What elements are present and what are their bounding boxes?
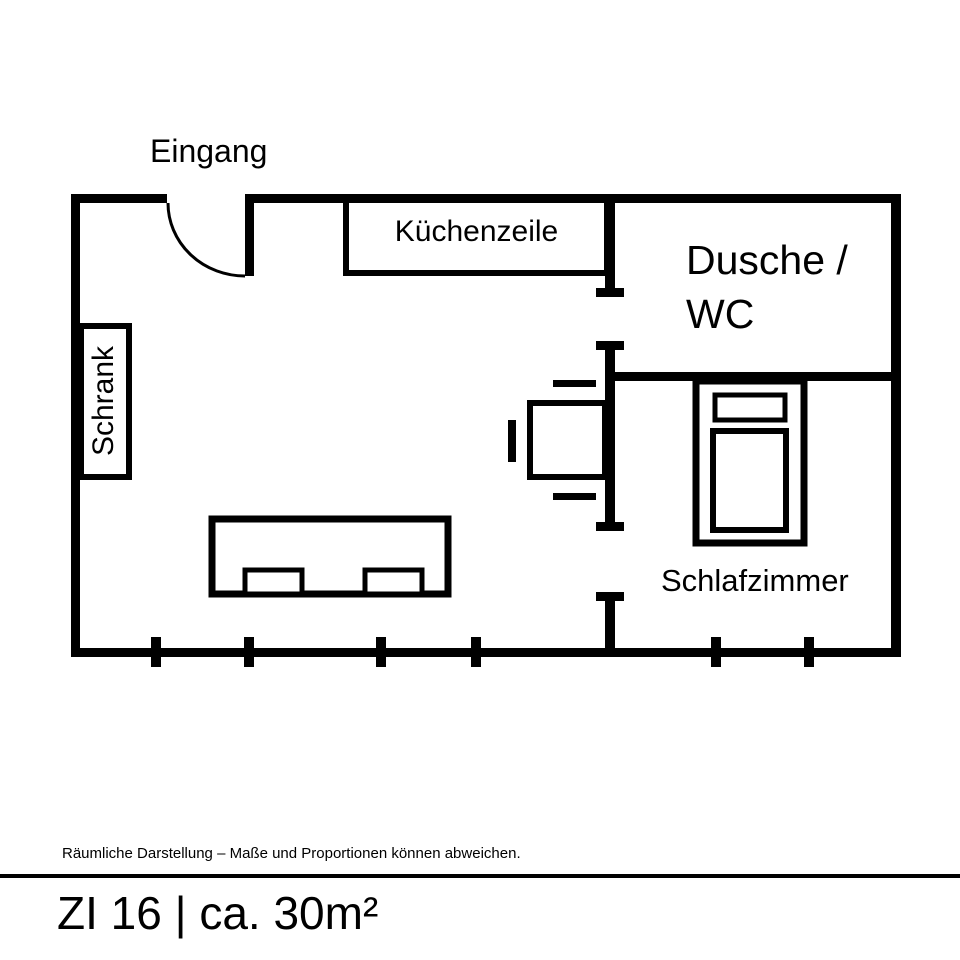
footer-divider [0,874,960,878]
sofa-cushion-left [242,567,305,597]
wall-end-cap [596,341,624,350]
closet-label: Schrank [86,345,120,457]
kitchenette-counter [343,197,610,276]
sofa [208,515,452,598]
bed [692,377,808,547]
wall-tick [804,637,814,667]
wall-right [891,194,901,657]
shower-wc-label: Dusche / WC [686,233,848,341]
wall-end-cap [596,592,624,601]
entrance-label: Eingang [150,133,268,169]
sofa-cushion-right [362,567,425,597]
interior-wall-middle [605,350,615,522]
table-with-chair [508,380,608,500]
shower-wc-label-line2: WC [686,291,755,338]
interior-wall-lower [605,601,615,648]
disclaimer-text: Räumliche Darstellung – Maße und Proport… [62,845,521,862]
wall-tick [711,637,721,667]
shower-wc-label-line1: Dusche / [686,237,848,283]
room-title: ZI 16 | ca. 30m² [57,887,379,939]
entrance-door-jamb [245,194,254,276]
wardrobe [78,323,132,480]
bed-pillow [712,392,788,423]
bathroom-bedroom-wall [610,372,901,381]
wall-tick [244,637,254,667]
kitchenette-label: Küchenzeile [394,215,559,248]
bedroom-label: Schlafzimmer [661,563,849,598]
wall-top-left-segment [71,194,167,203]
chair-mark-bottom [553,493,596,500]
wall-ticks [151,637,814,667]
wall-tick [376,637,386,667]
table [527,400,608,480]
wall-end-cap [596,522,624,531]
chair-mark-left [508,420,516,462]
wall-tick [151,637,161,667]
entrance-door-arc [166,202,246,278]
wall-left [71,194,80,657]
wall-bottom [71,648,901,657]
wall-tick [471,637,481,667]
bed-mattress [710,428,789,533]
chair-mark-top [553,380,596,387]
wall-end-cap [596,288,624,297]
